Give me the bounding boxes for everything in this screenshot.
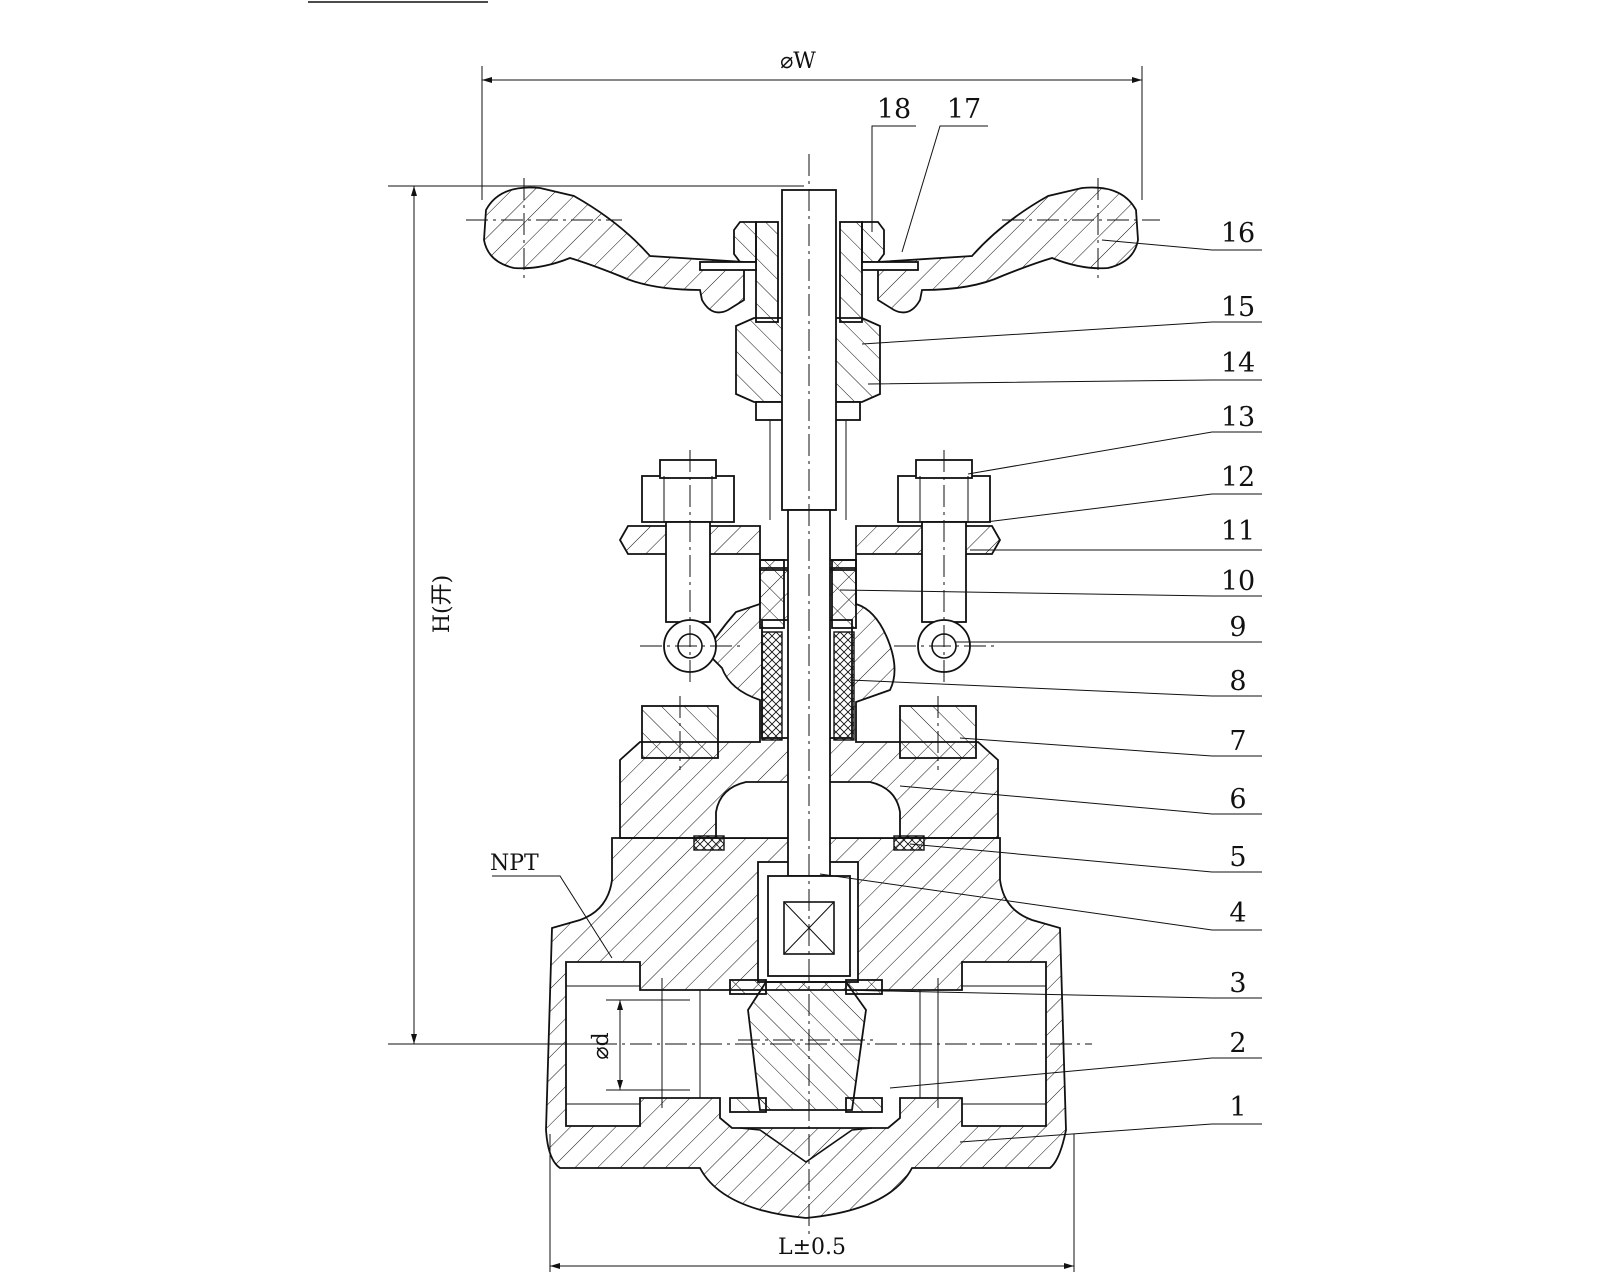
dim-height: H(开) (430, 575, 455, 633)
part-number-6: 6 (1229, 784, 1246, 815)
part-number-2: 2 (1229, 1028, 1246, 1059)
part-number-4: 4 (1229, 898, 1246, 929)
part-number-12: 12 (1221, 462, 1255, 493)
eyebolt-right (894, 450, 994, 684)
part-number-9: 9 (1229, 612, 1246, 643)
part-number-17: 17 (947, 94, 981, 125)
dim-thread: NPT (490, 851, 539, 876)
part-number-16: 16 (1221, 218, 1255, 249)
part-number-1: 1 (1229, 1092, 1246, 1123)
handwheel (466, 178, 1160, 323)
part-number-5: 5 (1229, 842, 1246, 873)
part-leaders (819, 125, 1262, 1143)
part-number-8: 8 (1229, 666, 1246, 697)
dim-handwheel-diameter: ⌀W (780, 49, 816, 74)
eyebolt-left (640, 450, 740, 684)
dimensions: ⌀W H(开) L±0.5 ⌀d NPT (388, 49, 1143, 1272)
part-number-15: 15 (1221, 292, 1255, 323)
part-number-10: 10 (1221, 566, 1255, 597)
part-numbers: 1 2 3 4 5 6 7 8 9 10 11 12 13 14 15 16 1… (877, 94, 1255, 1123)
packing (761, 631, 855, 741)
dim-bore: ⌀d (589, 1032, 614, 1059)
gasket (693, 835, 925, 851)
stem (767, 154, 851, 1236)
part-number-14: 14 (1221, 348, 1255, 379)
part-number-11: 11 (1221, 516, 1255, 547)
part-number-7: 7 (1229, 726, 1246, 757)
part-number-13: 13 (1221, 402, 1255, 433)
dim-length: L±0.5 (778, 1235, 846, 1260)
part-number-3: 3 (1229, 968, 1246, 999)
wedge (738, 981, 874, 1111)
part-number-18: 18 (877, 94, 911, 125)
